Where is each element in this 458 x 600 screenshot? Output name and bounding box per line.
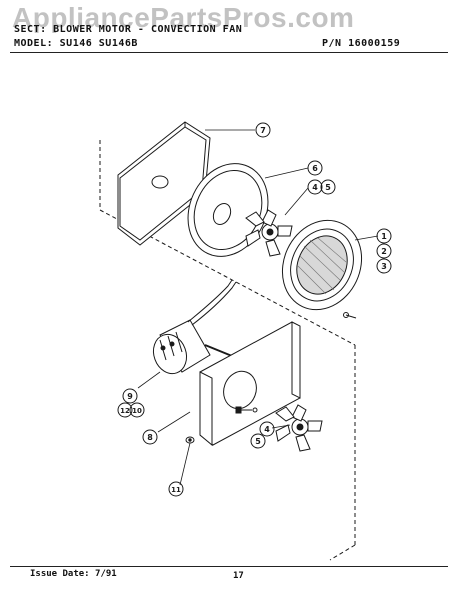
callout-2-text: 2 bbox=[381, 247, 387, 256]
callout-3 bbox=[376, 258, 392, 274]
section-label: SECT bbox=[14, 24, 41, 35]
header-rule bbox=[10, 52, 448, 53]
issue-date: Issue Date: 7/91 bbox=[30, 569, 117, 579]
motor-bracket bbox=[199, 321, 301, 447]
callout-11 bbox=[168, 481, 184, 497]
callout-2 bbox=[376, 243, 392, 259]
callout-5-upper bbox=[320, 179, 336, 195]
model-line: MODEL: SU146 SU146B bbox=[14, 38, 138, 49]
fan-blade-lower bbox=[275, 404, 323, 452]
callout-1-text: 1 bbox=[381, 232, 387, 241]
footer-rule bbox=[10, 566, 448, 567]
callout-4-lower-text: 4 bbox=[264, 425, 270, 434]
watermark: AppliancePartsPros.com bbox=[12, 2, 355, 33]
callout-9 bbox=[122, 388, 138, 404]
callout-6 bbox=[307, 160, 323, 176]
callout-5-lower bbox=[250, 433, 266, 449]
leader-lines bbox=[137, 129, 379, 486]
wall-dashed-line-lower bbox=[329, 544, 356, 561]
callout-9-text: 9 bbox=[127, 392, 133, 401]
motor-wires bbox=[187, 279, 237, 326]
blower-motor bbox=[152, 319, 233, 375]
callout-5-lower-text: 5 bbox=[255, 437, 261, 446]
model-value: SU146 SU146B bbox=[59, 38, 138, 49]
callout-6-text: 6 bbox=[312, 164, 318, 173]
section-value: BLOWER MOTOR - CONVECTION FAN bbox=[53, 24, 243, 35]
callout-4-lower bbox=[259, 421, 275, 437]
model-label: MODEL: bbox=[14, 38, 54, 49]
section-title: SECT: BLOWER MOTOR - CONVECTION FAN bbox=[14, 24, 243, 35]
callout-4-upper-text: 4 bbox=[312, 183, 318, 192]
part-number: P/N 16000159 bbox=[322, 38, 401, 49]
grille-mesh bbox=[297, 237, 347, 295]
callout-4-upper bbox=[307, 179, 323, 195]
callout-8 bbox=[142, 429, 158, 445]
gasket-ring bbox=[187, 163, 269, 257]
nut bbox=[185, 436, 195, 444]
callout-11-text: 11 bbox=[171, 486, 181, 494]
bracket-screw bbox=[235, 406, 252, 414]
callout-7 bbox=[255, 122, 271, 138]
callout-3-text: 3 bbox=[381, 262, 387, 271]
callout-5-upper-text: 5 bbox=[325, 183, 331, 192]
callout-12 bbox=[117, 402, 133, 418]
callout-10-text: 10 bbox=[132, 407, 142, 415]
callout-8-text: 8 bbox=[147, 433, 153, 442]
fan-blade-upper bbox=[245, 209, 293, 257]
callout-7-text: 7 bbox=[260, 126, 266, 135]
wall-dashed-line-top bbox=[99, 140, 356, 346]
callout-12-text: 12 bbox=[120, 407, 130, 415]
fan-grille bbox=[281, 219, 363, 311]
page-number: 17 bbox=[233, 571, 244, 581]
screw-small bbox=[343, 312, 357, 319]
callout-1 bbox=[376, 228, 392, 244]
callout-10 bbox=[129, 402, 145, 418]
